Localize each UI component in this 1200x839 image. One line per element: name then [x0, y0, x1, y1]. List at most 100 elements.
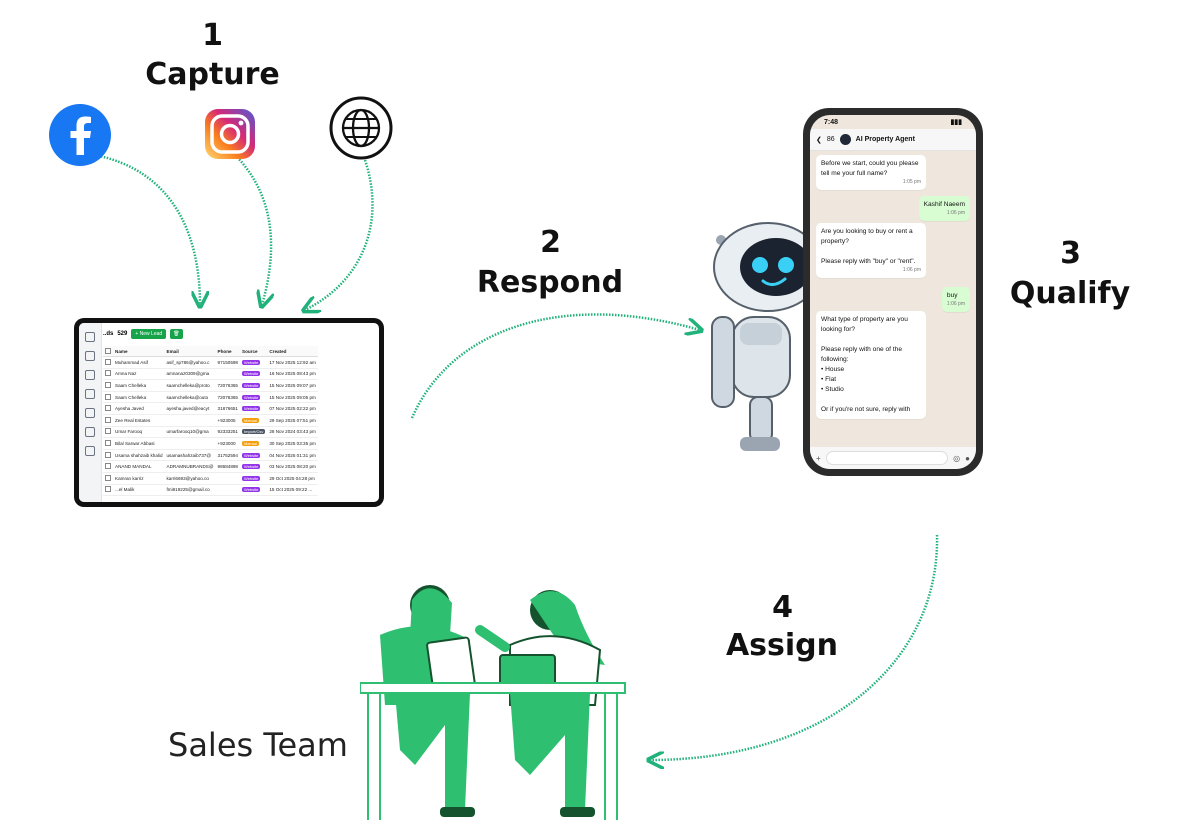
phone-mockup: 7:48 ▮▮▮ ❮ 86 AI Property Agent Before w…: [803, 108, 983, 476]
lead-email: [164, 437, 216, 450]
row-checkbox[interactable]: [105, 370, 111, 377]
contact-name[interactable]: AI Property Agent: [855, 136, 915, 143]
dashboard-icon[interactable]: [85, 332, 95, 342]
col-header[interactable]: Created: [267, 346, 318, 357]
camera-icon[interactable]: ◎: [953, 453, 961, 463]
lead-email: ayesha.javed@eacyt: [164, 402, 216, 415]
row-checkbox[interactable]: [105, 439, 111, 446]
lead-email: [164, 414, 216, 427]
message-text: Kashif Naeem: [923, 201, 965, 208]
col-header[interactable]: Source: [240, 346, 268, 357]
lead-created: 30 Sep 2025 03:35 pm: [267, 437, 318, 450]
row-checkbox[interactable]: [105, 486, 111, 493]
step-1-number: 1: [202, 18, 223, 53]
lead-name[interactable]: Kamran karriz: [113, 472, 165, 485]
table-header-row: Name Email Phone Source Created: [103, 346, 318, 357]
col-header[interactable]: Email: [164, 346, 216, 357]
row-checkbox[interactable]: [105, 474, 111, 481]
source-badge: Website: [242, 371, 261, 377]
lead-name[interactable]: Ayesha Javed: [113, 402, 165, 415]
trash-icon[interactable]: 🗑: [170, 329, 183, 339]
lead-phone: +923005: [215, 414, 240, 427]
lead-phone: 97150598: [215, 356, 240, 369]
row-checkbox[interactable]: [105, 416, 111, 423]
sales-team-illustration: [360, 585, 626, 820]
crm-screen: ..ds 529 + New Lead 🗑 Name Email Phone S…: [79, 323, 379, 502]
lead-email: saamchelleka@proto: [164, 379, 216, 392]
lead-name[interactable]: Amna Naz: [113, 368, 165, 381]
lead-name[interactable]: Saam Chelleka: [113, 379, 165, 392]
crm-sidebar: [79, 323, 102, 502]
chat-screen: 7:48 ▮▮▮ ❮ 86 AI Property Agent Before w…: [810, 115, 976, 469]
source-badge: Website: [242, 394, 261, 400]
lead-created: 17 Nov 2025 12:92 am: [267, 356, 318, 369]
lead-name[interactable]: Saam Chelleka: [113, 391, 165, 404]
lead-created: 29 Sep 2025 07:51 pm: [267, 414, 318, 427]
location-icon[interactable]: [85, 389, 95, 399]
lead-name[interactable]: ANAND MANDAL: [113, 460, 165, 473]
row-checkbox[interactable]: [105, 451, 111, 458]
plus-icon[interactable]: +: [816, 453, 821, 463]
lead-name[interactable]: Zee Real Estates: [113, 414, 165, 427]
step-3-number: 3: [1060, 236, 1081, 271]
back-icon[interactable]: ❮: [816, 136, 822, 144]
leads-table: Name Email Phone Source Created Muhammad…: [103, 346, 318, 497]
step-2-number: 2: [540, 225, 561, 260]
phone-icon[interactable]: [85, 446, 95, 456]
lead-name[interactable]: Bilal Sarwar Abbasi: [113, 437, 165, 450]
avatar[interactable]: [839, 134, 851, 145]
leads-icon[interactable]: [85, 351, 95, 361]
lead-created: 04 Nov 2025 01:31 pm: [267, 449, 318, 462]
lead-phone: 92333251: [215, 426, 240, 439]
row-checkbox[interactable]: [105, 393, 111, 400]
incoming-message: What type of property are you looking fo…: [816, 311, 926, 419]
source-badge: Import/Csv: [242, 429, 266, 435]
dollar-icon[interactable]: [85, 408, 95, 418]
message-text: What type of property are you looking fo…: [821, 316, 911, 413]
row-checkbox[interactable]: [105, 463, 111, 470]
new-lead-button[interactable]: + New Lead: [131, 329, 167, 339]
lead-name[interactable]: Usama shahzaib khalid: [113, 449, 165, 462]
row-checkbox[interactable]: [105, 381, 111, 388]
col-header[interactable]: Name: [113, 346, 165, 357]
row-checkbox[interactable]: [105, 405, 111, 412]
source-badge: Website: [242, 382, 261, 388]
lead-name[interactable]: Umar Farooq: [113, 426, 165, 439]
lead-name[interactable]: Muhammad Asif: [113, 356, 165, 369]
message-time: 1:06 pm: [902, 267, 921, 273]
row-checkbox[interactable]: [105, 428, 111, 435]
crm-tablet: ..ds 529 + New Lead 🗑 Name Email Phone S…: [74, 318, 384, 507]
lead-phone: [215, 472, 240, 485]
message-time: 1:06 pm: [946, 301, 965, 307]
status-bar: 7:48 ▮▮▮: [810, 115, 976, 129]
row-checkbox[interactable]: [105, 358, 111, 365]
mic-icon[interactable]: ●: [965, 453, 970, 463]
message-input[interactable]: [825, 451, 949, 465]
select-all-checkbox[interactable]: [105, 347, 111, 354]
history-icon[interactable]: [85, 427, 95, 437]
source-badge: Website: [242, 406, 261, 412]
robot-illustration: [711, 222, 823, 451]
lead-email: umarfarooq10@gma: [164, 426, 216, 439]
message-time: 1:05 pm: [902, 179, 921, 185]
lead-phone: [215, 484, 240, 497]
store-icon[interactable]: [85, 370, 95, 380]
chat-header: ❮ 86 AI Property Agent: [810, 129, 976, 151]
lead-name[interactable]: ...el Malik: [113, 484, 165, 497]
crm-header: ..ds 529 + New Lead 🗑: [103, 325, 377, 343]
crm-title: ..ds: [103, 331, 114, 337]
col-header[interactable]: Phone: [215, 346, 240, 357]
